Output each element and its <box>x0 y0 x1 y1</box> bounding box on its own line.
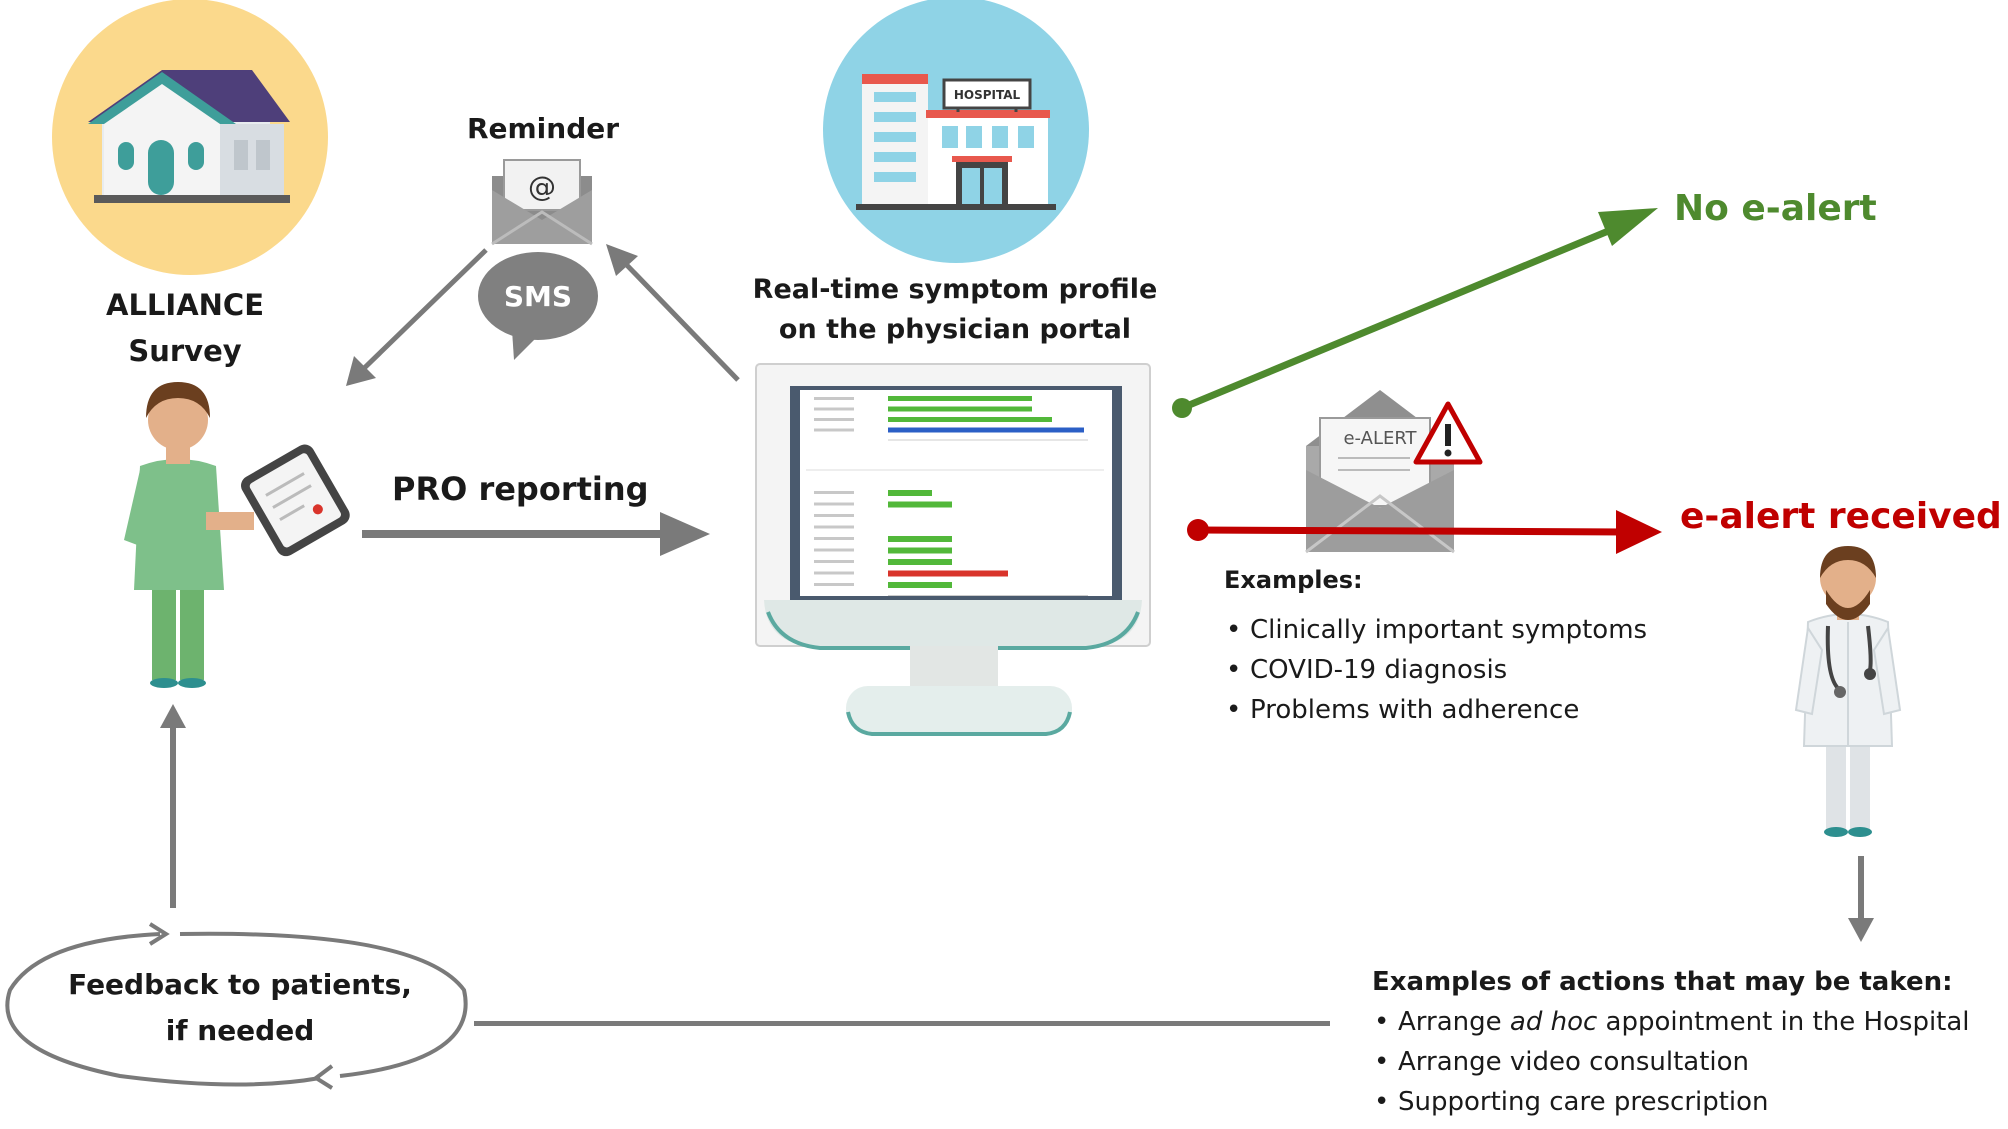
portal-title: Real-time symptom profile on the physici… <box>740 270 1170 350</box>
warning-icon <box>1413 401 1483 465</box>
list-item: Clinically important symptoms <box>1224 610 1704 650</box>
chart-bar <box>888 559 952 565</box>
list-item: Arrange ad hoc appointment in the Hospit… <box>1372 1002 2002 1042</box>
portal-chart-top <box>814 396 1088 441</box>
list-item: Supporting care prescription <box>1372 1082 2002 1122</box>
actions-block: Examples of actions that may be taken: A… <box>1372 962 2002 1122</box>
portal-to-reminder-arrowhead <box>606 244 638 276</box>
action-text-italic: ad hoc <box>1509 1007 1598 1037</box>
hospital-icon <box>823 0 1089 263</box>
chart-row-label <box>814 548 854 552</box>
sms-bubble-icon <box>478 252 598 360</box>
feedback-to-patient-arrowhead <box>160 704 186 728</box>
feedback-line1: Feedback to patients, <box>68 968 412 1001</box>
examples-list: Clinically important symptoms COVID-19 d… <box>1224 610 1704 730</box>
reminder-to-patient-arrow <box>352 248 488 380</box>
sms-label: SMS <box>504 280 572 313</box>
action-text-before: Arrange <box>1398 1007 1510 1037</box>
portal-title-line1: Real-time symptom profile <box>752 274 1158 305</box>
survey-title-line2: Survey <box>128 334 242 368</box>
actions-list: Arrange ad hoc appointment in the Hospit… <box>1372 1002 2002 1122</box>
chart-row-label <box>814 537 854 540</box>
feedback-loop <box>5 932 321 1087</box>
doctor-to-actions-arrowhead <box>1848 918 1874 942</box>
doctor-to-actions-arrow <box>1858 856 1864 926</box>
chart-bar <box>888 547 952 554</box>
chart-row-label <box>814 407 854 411</box>
reminder-envelope-icon <box>491 159 593 246</box>
chart-row-label <box>814 428 854 432</box>
ealert-arrowhead <box>1616 510 1662 554</box>
reminder-to-patient-arrowhead <box>346 356 376 386</box>
tablet-icon <box>241 444 350 557</box>
feedback-loop-chevron-top <box>148 922 170 946</box>
chart-row-label <box>814 560 854 563</box>
chart-bar <box>888 427 1084 433</box>
no-alert-label: No e-alert <box>1674 188 1877 229</box>
ealert-arrow <box>1197 526 1627 536</box>
portal-title-line2: on the physician portal <box>778 314 1132 345</box>
chart-bar <box>888 501 952 508</box>
ealert-envelope-text: e-ALERT <box>1343 428 1417 449</box>
survey-title: ALLIANCE Survey <box>80 282 290 374</box>
chart-row-label <box>814 502 854 506</box>
feedback-to-patient-arrow <box>170 720 176 908</box>
feedback-line2: if needed <box>165 1014 315 1047</box>
chart-bar <box>888 417 1052 422</box>
reminder-label: Reminder <box>466 112 620 145</box>
hospital-sign: HOSPITAL <box>954 88 1021 102</box>
list-item: COVID-19 diagnosis <box>1224 650 1704 690</box>
pro-reporting-arrow <box>362 530 666 538</box>
chart-bar <box>888 570 1008 577</box>
list-item: Problems with adherence <box>1224 690 1704 730</box>
pro-reporting-arrowhead <box>660 512 710 556</box>
chart-bar <box>888 582 952 588</box>
chart-bar <box>888 406 1032 412</box>
chart-row-label <box>814 418 854 421</box>
chart-row-label <box>814 514 854 517</box>
portal-to-reminder-arrow <box>618 256 740 382</box>
chart-row-label <box>814 571 854 575</box>
actions-heading: Examples of actions that may be taken: <box>1372 967 1953 997</box>
doctor-figure <box>1794 546 1902 837</box>
chart-bar <box>888 536 952 542</box>
house-icon <box>52 0 328 275</box>
chart-row-label <box>814 397 854 400</box>
feedback-label: Feedback to patients, if needed <box>60 962 420 1054</box>
feedback-loop-chevron-bottom <box>312 1064 334 1090</box>
no-alert-arrow <box>1180 218 1632 412</box>
examples-heading: Examples: <box>1224 566 1363 594</box>
pro-reporting-label: PRO reporting <box>392 470 649 508</box>
chart-row-label <box>814 525 854 529</box>
no-alert-arrowhead <box>1598 208 1658 246</box>
survey-title-line1: ALLIANCE <box>106 288 264 322</box>
chart-bar <box>888 396 1032 401</box>
at-symbol: @ <box>528 170 556 203</box>
ealert-received-label: e-alert received <box>1680 496 2002 537</box>
list-item: Arrange video consultation <box>1372 1042 2002 1082</box>
feedback-loop-right <box>179 931 468 1078</box>
portal-chart-bottom <box>814 490 1088 596</box>
chart-row-label <box>814 583 854 586</box>
action-text-after: appointment in the Hospital <box>1597 1007 1970 1037</box>
chart-row-label <box>814 491 854 494</box>
patient-figure <box>124 382 254 688</box>
chart-bar <box>888 490 932 496</box>
actions-to-feedback-line <box>474 1021 1330 1026</box>
examples-block: Examples: Clinically important symptoms … <box>1224 566 1704 730</box>
